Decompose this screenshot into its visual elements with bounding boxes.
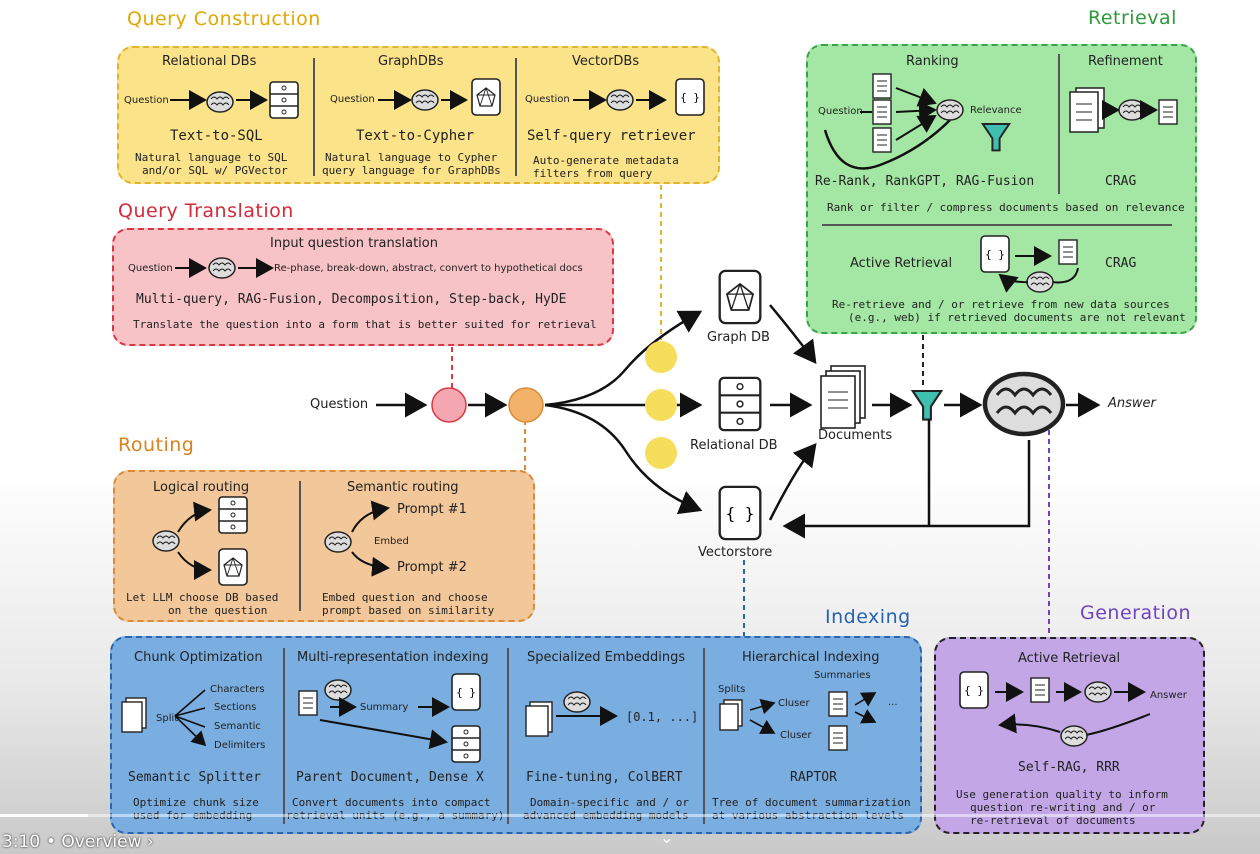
- relevance-label: Relevance: [970, 105, 1022, 116]
- title-query-construction: Query Construction: [127, 8, 321, 30]
- relational-desc-2: and/or SQL w/ PGVector: [142, 164, 288, 177]
- refinement-tech: CRAG: [1105, 174, 1137, 189]
- chunk-desc-1: Optimize chunk size: [133, 796, 259, 809]
- qc-question-2: Question: [330, 94, 375, 105]
- self-query-retriever: Self-query retriever: [527, 128, 696, 144]
- gen-answer: Answer: [1150, 690, 1187, 701]
- multi-rep-title: Multi-representation indexing: [297, 650, 489, 665]
- qc-question-3: Question: [525, 94, 570, 105]
- active-crag: CRAG: [1105, 256, 1137, 271]
- qt-flow: Re-phase, break-down, abstract, convert …: [274, 263, 583, 274]
- chapter-title[interactable]: • Overview ›: [46, 832, 154, 852]
- title-indexing: Indexing: [825, 606, 911, 628]
- cluster-1: Cluser: [778, 698, 810, 709]
- indexing-panel: [110, 636, 922, 834]
- ranking-title: Ranking: [906, 54, 959, 69]
- routing-node: [508, 387, 544, 423]
- cluster-2: Cluser: [780, 730, 812, 741]
- raptor: RAPTOR: [790, 770, 837, 785]
- summaries-label: Summaries: [814, 670, 871, 681]
- chunk-item-3: Delimiters: [214, 740, 266, 751]
- gen-desc-2: question re-writing and / or: [970, 801, 1156, 814]
- qc-question-1: Question: [124, 95, 169, 106]
- fine-tuning: Fine-tuning, ColBERT: [526, 770, 683, 785]
- qt-tech: Multi-query, RAG-Fusion, Decomposition, …: [136, 292, 567, 307]
- active-desc-2: (e.g., web) if retrieved documents are n…: [848, 311, 1186, 324]
- relational-desc-1: Natural language to SQL: [135, 151, 288, 164]
- active-desc-1: Re-retrieve and / or retrieve from new d…: [832, 298, 1170, 311]
- graph-desc-2: query language for GraphDBs: [322, 164, 501, 177]
- logical-desc-1: Let LLM choose DB based: [126, 591, 279, 604]
- ranking-tech: Re-Rank, RankGPT, RAG-Fusion: [815, 174, 1035, 189]
- hier-desc-1: Tree of document summarization: [712, 796, 911, 809]
- semantic-routing-title: Semantic routing: [347, 480, 459, 495]
- split-label: Split: [156, 713, 179, 724]
- chunk-opt-title: Chunk Optimization: [134, 650, 263, 665]
- semantic-desc-1: Embed question and choose: [322, 591, 488, 604]
- chevron-down-icon[interactable]: ⌄: [660, 828, 674, 847]
- relational-dbs-title: Relational DBs: [162, 54, 257, 69]
- semantic-splitter: Semantic Splitter: [128, 770, 262, 785]
- logical-routing-title: Logical routing: [153, 480, 250, 495]
- routing-panel: [113, 470, 535, 622]
- flow-graph-db: Graph DB: [707, 330, 770, 345]
- specialized-embeddings-title: Specialized Embeddings: [527, 650, 686, 665]
- self-rag: Self-RAG, RRR: [1018, 760, 1120, 775]
- gen-active-retrieval: Active Retrieval: [1018, 651, 1121, 666]
- gen-desc-1: Use generation quality to inform: [956, 788, 1168, 801]
- flow-documents: Documents: [818, 428, 893, 443]
- embed-desc-1: Domain-specific and / or: [530, 796, 689, 809]
- video-progress-fill: [0, 814, 89, 817]
- input-question-translation: Input question translation: [270, 236, 438, 251]
- splits-label: Splits: [718, 684, 746, 695]
- active-retrieval-title: Active Retrieval: [850, 256, 953, 271]
- embed-label: Embed: [374, 536, 409, 547]
- vectordbs-title: VectorDBs: [572, 54, 640, 69]
- prompt-2: Prompt #2: [397, 560, 467, 575]
- rank-desc: Rank or filter / compress documents base…: [827, 201, 1185, 214]
- flow-vectorstore: Vectorstore: [698, 545, 773, 560]
- chunk-item-0: Characters: [210, 684, 265, 695]
- summary-label: Summary: [360, 702, 409, 713]
- text-to-cypher: Text-to-Cypher: [356, 128, 475, 144]
- query-translation-panel: [112, 228, 614, 346]
- flow-answer: Answer: [1108, 396, 1156, 411]
- title-retrieval: Retrieval: [1088, 7, 1177, 29]
- refinement-title: Refinement: [1088, 54, 1163, 69]
- vector-desc-2: filters from query: [533, 167, 653, 180]
- video-time: 3:10: [2, 832, 41, 852]
- translation-node: [431, 387, 467, 423]
- video-progress-bar[interactable]: [0, 814, 1260, 817]
- title-generation: Generation: [1080, 602, 1191, 624]
- hierarchical-title: Hierarchical Indexing: [742, 650, 880, 665]
- flow-question: Question: [310, 397, 369, 412]
- qt-desc: Translate the question into a form that …: [133, 318, 597, 331]
- title-query-translation: Query Translation: [118, 200, 294, 222]
- gen-desc-3: re-retrieval of documents: [970, 814, 1136, 827]
- dots-label: ...: [888, 697, 898, 708]
- logical-desc-2: on the question: [168, 604, 268, 617]
- prompt-1: Prompt #1: [397, 502, 467, 517]
- ranking-question: Question: [818, 106, 863, 117]
- retrieval-panel: [806, 44, 1197, 334]
- qt-question: Question: [128, 263, 173, 274]
- graphdbs-title: GraphDBs: [378, 54, 444, 69]
- flow-relational-db: Relational DB: [690, 438, 778, 453]
- chunk-item-2: Semantic: [214, 721, 261, 732]
- vector-desc-1: Auto-generate metadata: [533, 154, 679, 167]
- semantic-desc-2: prompt based on similarity: [322, 604, 495, 617]
- parent-document: Parent Document, Dense X: [296, 770, 484, 785]
- chunk-item-1: Sections: [214, 702, 257, 713]
- text-to-sql: Text-to-SQL: [170, 128, 263, 144]
- graph-desc-1: Natural language to Cypher: [325, 151, 498, 164]
- title-routing: Routing: [118, 434, 195, 456]
- llm-brain: [985, 374, 1063, 434]
- query-construction-panel: [117, 46, 720, 184]
- vector-values: [0.1, ...]: [626, 710, 699, 724]
- multi-desc-1: Convert documents into compact: [292, 796, 491, 809]
